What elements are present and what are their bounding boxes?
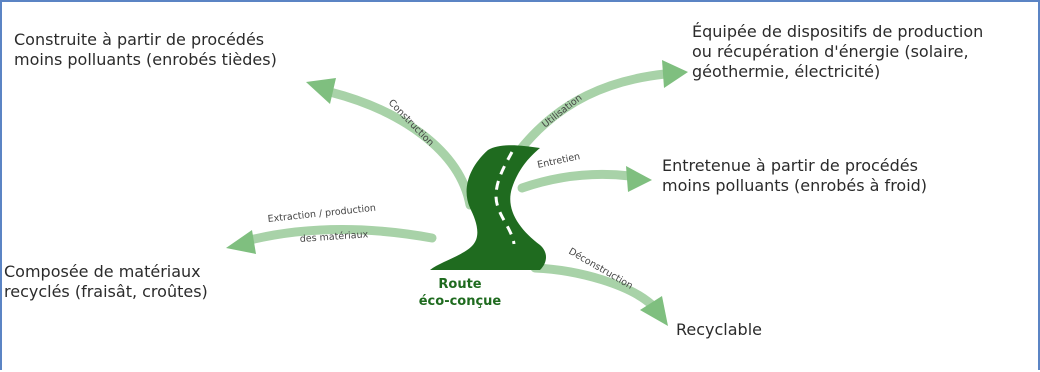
arrow-deconstruction (530, 263, 668, 326)
branch-text-deconstruction: Recyclable (676, 320, 762, 339)
branch-text-utilisation: Équipée de dispositifs de production ou … (692, 22, 984, 81)
branch-text-construction: Construite à partir de procédés moins po… (14, 30, 277, 69)
arrow-entretien (517, 166, 652, 193)
arrow-utilisation (515, 60, 688, 155)
arrow-label-utilisation: Utilisation (540, 92, 584, 130)
road-icon (430, 145, 546, 270)
center-label: Route éco-conçue (418, 277, 502, 309)
arrow-construction (306, 78, 475, 210)
arrow-label-extraction-2: des matériaux (299, 229, 368, 245)
arrow-extraction (226, 225, 437, 254)
arrow-label-construction: Construction (386, 97, 436, 148)
arrow-label-extraction: Extraction / production (267, 203, 376, 225)
arrow-label-entretien: Entretien (536, 151, 581, 171)
branch-text-entretien: Entretenue à partir de procédés moins po… (662, 156, 928, 195)
branch-text-extraction: Composée de matériaux recyclés (fraisât,… (4, 262, 208, 301)
